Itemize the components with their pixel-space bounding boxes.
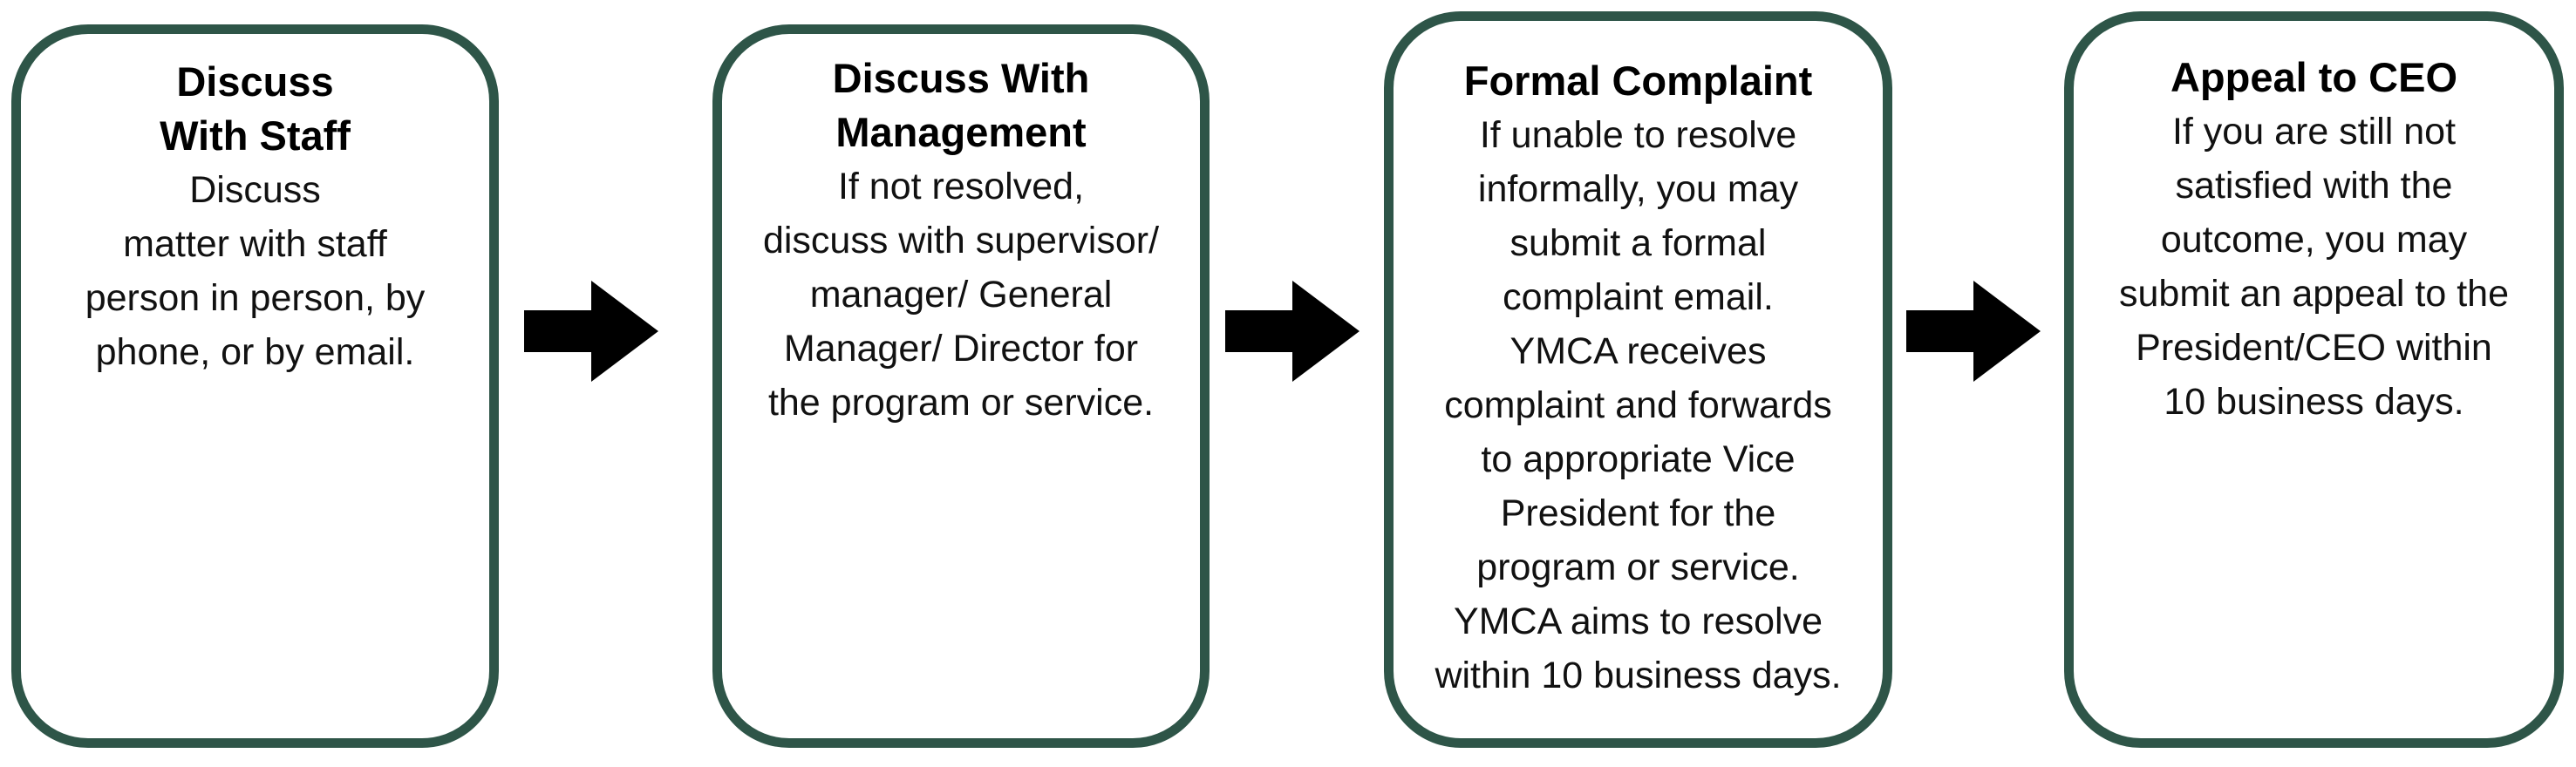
step-title: Formal Complaint bbox=[1394, 54, 1883, 108]
step-body-line: complaint email. bbox=[1503, 276, 1774, 318]
step-title-line: Management bbox=[835, 109, 1087, 155]
step-title: Appeal to CEO bbox=[2074, 51, 2554, 105]
step-body-line: Discuss bbox=[189, 169, 321, 211]
step-box-appeal-to-ceo: Appeal to CEO If you are still not satis… bbox=[2064, 11, 2564, 748]
step-title-line: Formal Complaint bbox=[1463, 58, 1813, 104]
flow-arrow-icon bbox=[1225, 281, 1360, 382]
step-body-line: President for the bbox=[1500, 492, 1776, 534]
step-body: If not resolved, discuss with supervisor… bbox=[722, 160, 1200, 430]
flow-arrow-icon bbox=[1906, 281, 2041, 382]
step-body-line: complaint and forwards bbox=[1444, 384, 1832, 426]
step-body-line: informally, you may bbox=[1477, 168, 1799, 210]
step-body-line: matter with staff bbox=[123, 223, 387, 265]
arrow-shape bbox=[1906, 281, 2041, 382]
step-body-line: satisfied with the bbox=[2175, 165, 2453, 207]
step-body-line: outcome, you may bbox=[2160, 219, 2468, 261]
step-body-line: submit an appeal to the bbox=[2118, 273, 2510, 315]
step-body-line: Manager/ Director for bbox=[783, 328, 1139, 370]
step-title-line: Appeal to CEO bbox=[2170, 54, 2458, 100]
step-title-line: Discuss With bbox=[832, 55, 1090, 101]
step-body-line: discuss with supervisor/ bbox=[762, 220, 1160, 261]
step-title: Discuss With Staff bbox=[21, 55, 489, 163]
step-body-line: program or service. bbox=[1476, 546, 1800, 588]
step-box-discuss-with-staff: Discuss With Staff Discuss matter with s… bbox=[11, 24, 499, 748]
step-body-line: YMCA receives bbox=[1509, 330, 1767, 372]
step-body-line: the program or service. bbox=[767, 382, 1155, 424]
step-body-line: If not resolved, bbox=[837, 166, 1085, 207]
step-body-line: person in person, by bbox=[85, 277, 426, 319]
step-body: Discuss matter with staff person in pers… bbox=[21, 163, 489, 379]
step-body-line: If you are still not bbox=[2171, 111, 2457, 153]
step-box-discuss-with-management: Discuss With Management If not resolved,… bbox=[712, 24, 1210, 748]
step-title-line: Discuss bbox=[176, 58, 334, 105]
step-body: If unable to resolve informally, you may… bbox=[1394, 108, 1883, 703]
step-body-line: to appropriate Vice bbox=[1481, 438, 1796, 480]
step-body-line: phone, or by email. bbox=[95, 331, 415, 373]
step-title-line: With Staff bbox=[160, 112, 351, 159]
step-box-formal-complaint: Formal Complaint If unable to resolve in… bbox=[1384, 11, 1892, 748]
arrow-shape bbox=[1225, 281, 1360, 382]
step-body-line: If unable to resolve bbox=[1479, 114, 1797, 156]
flow-arrow-icon bbox=[524, 281, 658, 382]
step-body-line: 10 business days. bbox=[2164, 381, 2464, 423]
arrow-shape bbox=[524, 281, 658, 382]
step-body-line: within 10 business days. bbox=[1435, 655, 1842, 696]
step-title: Discuss With Management bbox=[722, 51, 1200, 160]
step-body-line: submit a formal bbox=[1509, 222, 1767, 264]
step-body: If you are still not satisfied with the … bbox=[2074, 105, 2554, 429]
step-body-line: President/CEO within bbox=[2136, 327, 2492, 369]
step-body-line: manager/ General bbox=[809, 274, 1113, 316]
step-body-line: YMCA aims to resolve bbox=[1454, 601, 1823, 642]
